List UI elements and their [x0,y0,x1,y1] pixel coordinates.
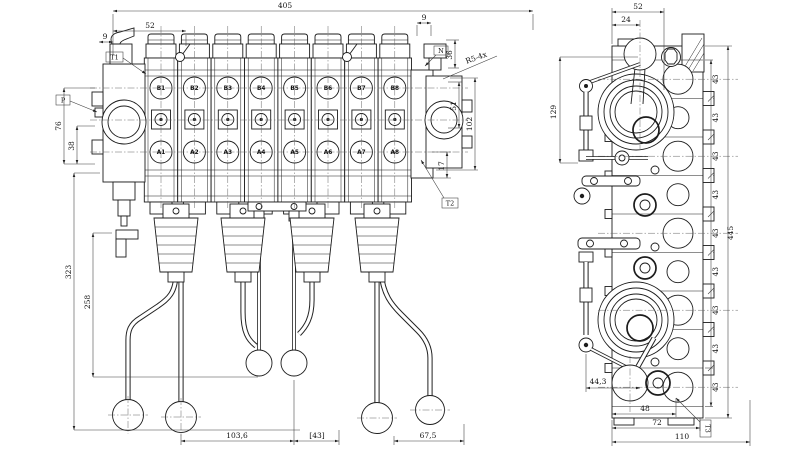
port-labels: B1 B2 B3 B4 B5 B6 B7 B8 A1 A2 A3 A4 A5 A… [157,86,399,156]
label-n: N [438,47,444,55]
dim-17: 17 [437,161,446,171]
dim-43-9: 43 [711,382,720,392]
dim-258: 258 [83,295,92,310]
centerlines-front [90,26,468,436]
tie-rods [144,69,412,197]
port-a4: A4 [257,150,266,156]
outlet-housing [410,43,473,179]
dim-405: 405 [278,1,293,10]
dim-72: 72 [652,418,662,427]
port-b1: B1 [157,86,165,92]
port-b6: B6 [324,86,332,92]
dim-43-2: 43 [711,113,720,123]
inlet-housing [91,27,147,227]
dim-side-24: 24 [621,15,631,24]
port-a3: A3 [224,150,233,156]
dim-67-5: 67,5 [420,431,437,440]
port-a2: A2 [190,150,199,156]
dim-445: 445 [726,226,735,241]
label-t1: T1 [110,54,118,62]
label-p: P [61,97,66,105]
dim-52: 52 [145,21,155,30]
valve-body [143,33,412,215]
port-b8: B8 [391,86,399,92]
dim-43-7: 43 [711,305,720,315]
dim-43-1: 43 [711,74,720,84]
port-a7: A7 [357,150,366,156]
side-view: 52 24 129 44,3 48 72 110 [549,2,751,446]
dim-43-3: 43 [711,151,720,161]
dim-43-ref: [43] [309,431,324,440]
port-b5: B5 [290,86,298,92]
dim-43-4: 43 [711,190,720,200]
cap-lever-pins [175,43,358,62]
port-a5: A5 [290,150,299,156]
dim-9-left: 9 [103,32,108,41]
port-a8: A8 [391,150,400,156]
dim-36: 36 [445,50,454,60]
dim-9-right: 9 [422,13,427,22]
port-b2: B2 [190,86,198,92]
dimensions-side: 52 24 129 44,3 48 72 110 [549,2,751,446]
dim-103-6: 103,6 [226,431,248,440]
port-b3: B3 [224,86,232,92]
port-a6: A6 [324,150,333,156]
dim-48: 48 [640,404,650,413]
port-b4: B4 [257,86,265,92]
centerlines-side [598,20,738,412]
dim-r5-4x: R5-4x [464,49,488,65]
dim-43-ladder: 43 43 43 43 43 43 43 43 43 [705,59,720,407]
dim-102: 102 [465,117,474,132]
dim-side-52: 52 [633,2,643,11]
dim-43-6: 43 [711,267,720,277]
dim-76: 76 [54,121,63,131]
dim-44-3: 44,3 [590,377,607,386]
port-b7: B7 [357,86,365,92]
lever-brackets [115,201,391,258]
dim-38: 38 [67,141,76,151]
front-view: 405 52 9 9 T1 P 76 38 323 [54,1,534,445]
label-t2: T2 [446,200,454,208]
dim-51: 51 [449,101,458,111]
linkage-bottom [577,237,641,374]
inlet-elbow [110,27,135,45]
label-t3: T3 [704,424,712,432]
dim-110: 110 [675,432,690,441]
port-a1: A1 [157,150,166,156]
ball-knobs [112,349,445,434]
dim-43-5: 43 [711,228,720,238]
dim-129: 129 [549,105,558,120]
dim-43-8: 43 [711,344,720,354]
bellows [153,217,400,283]
dim-323: 323 [64,265,73,280]
